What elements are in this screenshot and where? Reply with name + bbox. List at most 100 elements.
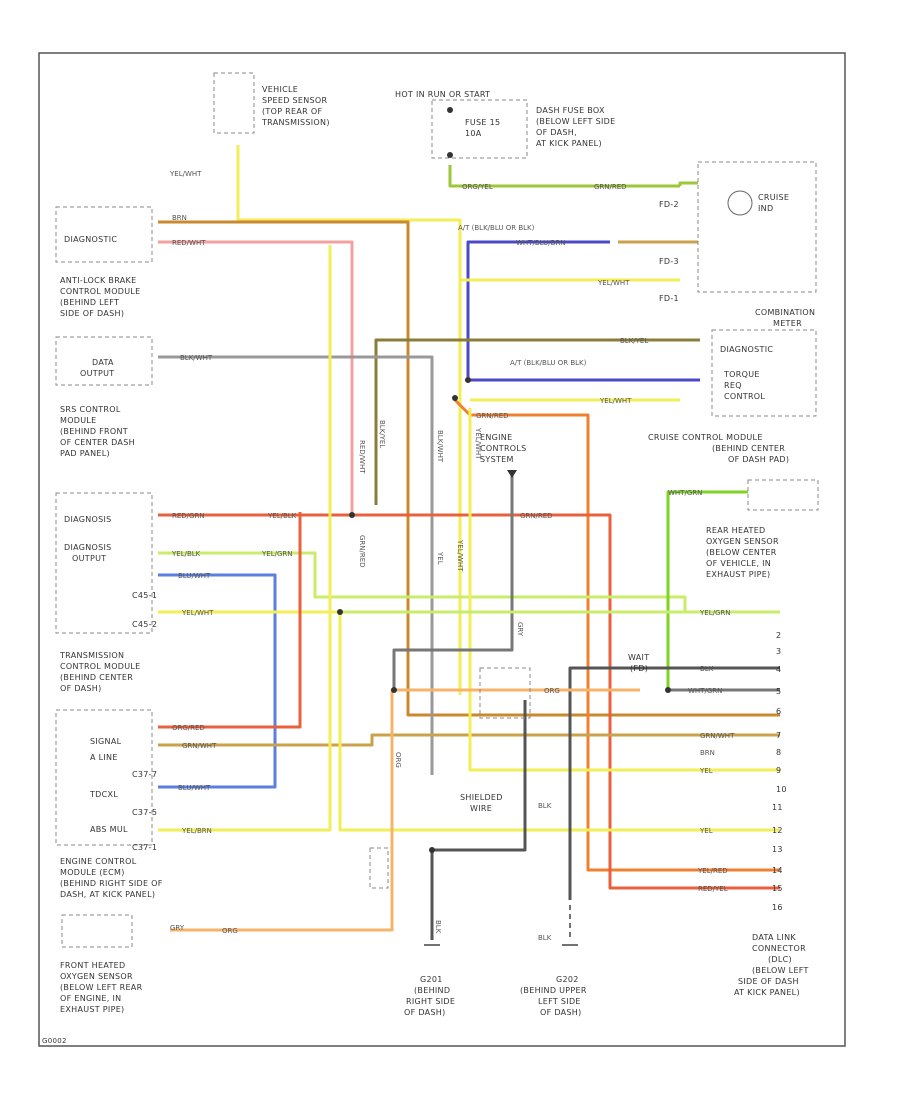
wire-label: YEL/GRN bbox=[699, 609, 730, 617]
svg-text:OUTPUT: OUTPUT bbox=[72, 554, 106, 563]
svg-text:CONTROLS: CONTROLS bbox=[480, 444, 527, 453]
cruise-lamp-label: CRUISE bbox=[758, 193, 789, 202]
svg-text:BLK/WHT: BLK/WHT bbox=[180, 354, 213, 362]
svg-text:RIGHT SIDE: RIGHT SIDE bbox=[406, 997, 455, 1006]
svg-text:OUTPUT: OUTPUT bbox=[80, 369, 114, 378]
svg-text:YEL/BRN: YEL/BRN bbox=[181, 827, 212, 835]
svg-text:YEL/WHT: YEL/WHT bbox=[456, 539, 464, 572]
wire-data-gray bbox=[158, 355, 434, 775]
svg-text:FUSE 15: FUSE 15 bbox=[465, 118, 500, 127]
svg-text:OF DASH): OF DASH) bbox=[404, 1008, 446, 1017]
svg-text:9: 9 bbox=[776, 766, 781, 775]
wire-label: YEL bbox=[699, 767, 713, 775]
ecs-label: CONTROLS bbox=[480, 444, 527, 453]
wire-black-dlc bbox=[568, 666, 780, 900]
wire-label: GRN/WHT bbox=[182, 742, 217, 750]
svg-text:DASH, AT KICK PANEL): DASH, AT KICK PANEL) bbox=[60, 890, 155, 899]
svg-text:SPEED SENSOR: SPEED SENSOR bbox=[262, 96, 328, 105]
srs-desc: (BEHIND FRONT bbox=[60, 427, 128, 436]
splice-dot bbox=[465, 377, 471, 383]
svg-text:10A: 10A bbox=[465, 129, 482, 138]
wire-label: BRN bbox=[172, 214, 187, 222]
svg-text:(TOP REAR OF: (TOP REAR OF bbox=[262, 107, 322, 116]
svg-text:TORQUE: TORQUE bbox=[723, 370, 760, 379]
front-o2-label: EXHAUST PIPE) bbox=[60, 1005, 124, 1014]
dlc-pin: 5 bbox=[776, 687, 781, 696]
svg-text:DATA: DATA bbox=[92, 358, 114, 367]
wire-label: YEL/RED bbox=[697, 867, 728, 875]
rear-o2-label: OXYGEN SENSOR bbox=[706, 537, 779, 546]
dlc-label: SIDE OF DASH bbox=[738, 977, 799, 986]
wire-label: BLK bbox=[538, 934, 552, 942]
srs-item: DIAGNOSIS bbox=[64, 515, 112, 524]
vss-label: (TOP REAR OF bbox=[262, 107, 322, 116]
svg-text:GRY: GRY bbox=[516, 622, 524, 637]
g202-label: OF DASH) bbox=[540, 1008, 582, 1017]
wire-yel-dlc bbox=[468, 408, 780, 772]
diagram-frame bbox=[38, 52, 846, 1047]
svg-text:(BEHIND LEFT: (BEHIND LEFT bbox=[60, 298, 119, 307]
svg-text:TRANSMISSION): TRANSMISSION) bbox=[261, 118, 330, 127]
svg-text:16: 16 bbox=[772, 903, 783, 912]
svg-text:ENGINE: ENGINE bbox=[480, 433, 512, 442]
dlc-pin: 9 bbox=[776, 766, 781, 775]
cruise-lamp-label: IND bbox=[758, 204, 773, 213]
svg-text:FD-3: FD-3 bbox=[659, 257, 679, 266]
svg-text:YEL/WHT: YEL/WHT bbox=[597, 279, 630, 287]
fuse-box-label: (BELOW LEFT SIDE bbox=[536, 117, 615, 126]
fuse-dot bbox=[447, 107, 453, 113]
svg-text:(BEHIND CENTER: (BEHIND CENTER bbox=[712, 444, 785, 453]
wire-ecm-orange bbox=[158, 512, 302, 729]
rear-o2-label: REAR HEATED bbox=[706, 526, 766, 535]
dlc-pin: 10 bbox=[776, 785, 787, 794]
svg-text:2: 2 bbox=[776, 631, 781, 640]
tcm-item: TDCXL bbox=[89, 790, 118, 799]
abs-desc: CONTROL MODULE bbox=[60, 287, 141, 296]
svg-text:A/T (BLK/BLU OR BLK): A/T (BLK/BLU OR BLK) bbox=[458, 224, 535, 232]
wire-srs-red bbox=[158, 513, 780, 890]
g201-label: RIGHT SIDE bbox=[406, 997, 455, 1006]
tcm-desc: OF DASH) bbox=[60, 684, 102, 693]
wire-label: WHT/GRN bbox=[688, 687, 722, 695]
wire-label: YEL/BRN bbox=[181, 827, 212, 835]
wire-label: BLK/WHT bbox=[180, 354, 213, 362]
srs-item: DIAGNOSIS bbox=[64, 543, 112, 552]
svg-text:3: 3 bbox=[776, 647, 781, 656]
data-output-box bbox=[55, 336, 153, 386]
srs-desc: PAD PANEL) bbox=[60, 449, 110, 458]
svg-text:COMBINATION: COMBINATION bbox=[755, 308, 815, 317]
svg-text:YEL/WHT: YEL/WHT bbox=[181, 609, 214, 617]
svg-text:YEL/RED: YEL/RED bbox=[697, 867, 728, 875]
dlc-pin: 13 bbox=[772, 845, 783, 854]
svg-text:EXHAUST PIPE): EXHAUST PIPE) bbox=[60, 1005, 124, 1014]
svg-text:GRN/RED: GRN/RED bbox=[358, 535, 366, 568]
wire-label: RED/WHT bbox=[358, 440, 366, 474]
meter-item: CONTROL bbox=[724, 392, 765, 401]
svg-text:OF ENGINE, IN: OF ENGINE, IN bbox=[60, 994, 121, 1003]
vss-label: TRANSMISSION) bbox=[261, 118, 330, 127]
wire-blue-c45 bbox=[158, 573, 277, 789]
vss-label: SPEED SENSOR bbox=[262, 96, 328, 105]
svg-text:BLK: BLK bbox=[434, 920, 442, 934]
wire-label: YEL/WHT bbox=[474, 427, 482, 460]
tcm-desc: TRANSMISSION bbox=[59, 651, 124, 660]
dlc-pin: 12 bbox=[772, 826, 783, 835]
ecm-desc: DASH, AT KICK PANEL) bbox=[60, 890, 155, 899]
splice-dot bbox=[665, 687, 671, 693]
svg-text:MODULE: MODULE bbox=[60, 416, 97, 425]
svg-text:(BEHIND: (BEHIND bbox=[414, 986, 450, 995]
wire-yel-dlc2 bbox=[338, 612, 780, 832]
meter-item: DIAGNOSTIC bbox=[720, 345, 773, 354]
svg-text:GRN/RED: GRN/RED bbox=[520, 512, 553, 520]
svg-text:WHT/BLU/BRN: WHT/BLU/BRN bbox=[516, 239, 566, 247]
svg-text:G202: G202 bbox=[556, 975, 579, 984]
wire-label: BLK/YEL bbox=[378, 420, 386, 448]
svg-text:TRANSMISSION: TRANSMISSION bbox=[59, 651, 124, 660]
wire-label: YEL/WHT bbox=[599, 397, 632, 405]
wire-abs-brn bbox=[158, 220, 780, 717]
svg-text:GRY: GRY bbox=[170, 924, 185, 932]
svg-text:G201: G201 bbox=[420, 975, 443, 984]
splice-dot bbox=[452, 395, 458, 401]
svg-text:ANTI-LOCK BRAKE: ANTI-LOCK BRAKE bbox=[60, 276, 136, 285]
ecm-desc: (BEHIND RIGHT SIDE OF bbox=[60, 879, 163, 888]
